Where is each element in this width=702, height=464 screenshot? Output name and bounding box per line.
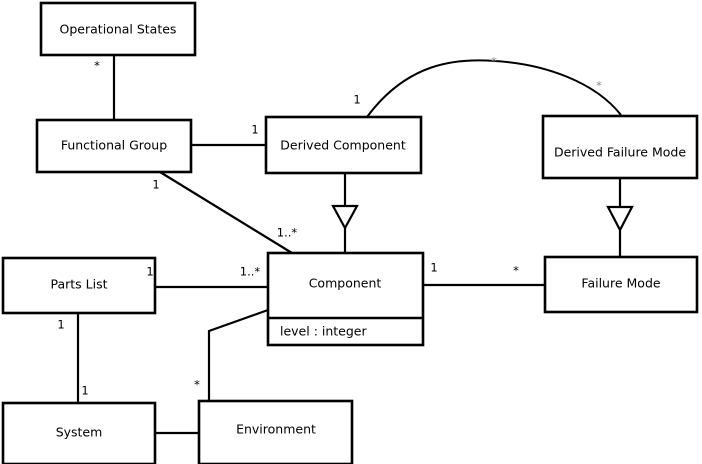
multiplicity-arc-derived-failure-mode: * bbox=[596, 79, 602, 93]
class-name-parts-list: Parts List bbox=[50, 277, 107, 292]
class-failure-mode[interactable]: Failure Mode bbox=[543, 255, 699, 314]
class-derived-failure-mode[interactable]: Derived Failure Mode bbox=[541, 114, 699, 180]
association-derived-component-derived-failure-mode[interactable] bbox=[366, 59, 622, 118]
multiplicity-failure-mode-left: * bbox=[513, 264, 519, 278]
class-attribute-component-level: level : integer bbox=[280, 324, 367, 339]
class-functional-group[interactable]: Functional Group bbox=[35, 118, 193, 174]
class-component[interactable]: Component level : integer bbox=[266, 251, 425, 347]
generalization-derived-failure-mode-failure-mode[interactable] bbox=[606, 178, 634, 257]
class-system[interactable]: System bbox=[1, 401, 157, 464]
class-box-environment[interactable] bbox=[197, 399, 354, 464]
class-box-derived-component[interactable] bbox=[264, 115, 423, 175]
class-box-failure-mode[interactable] bbox=[543, 255, 699, 314]
class-environment[interactable]: Environment bbox=[197, 399, 354, 464]
class-name-functional-group: Functional Group bbox=[61, 138, 167, 153]
multiplicity-component-left: 1..* bbox=[240, 265, 261, 279]
class-box-functional-group[interactable] bbox=[35, 118, 193, 174]
class-name-operational-states: Operational States bbox=[60, 22, 177, 37]
association-functional-group-component[interactable] bbox=[159, 171, 293, 254]
generalization-triangle-icon-derived-component bbox=[331, 204, 359, 231]
multiplicity-arc-apex: * bbox=[491, 55, 497, 69]
generalization-derived-component-component[interactable] bbox=[331, 173, 359, 253]
multiplicity-operational-states: * bbox=[94, 59, 100, 73]
association-lines bbox=[76, 55, 622, 435]
class-box-system[interactable] bbox=[1, 401, 157, 464]
class-box-parts-list[interactable] bbox=[1, 256, 157, 315]
generalization-arrows bbox=[331, 173, 634, 257]
class-derived-component[interactable]: Derived Component bbox=[264, 115, 423, 175]
multiplicity-environment-top: * bbox=[194, 378, 200, 392]
multiplicity-derived-component-left: 1 bbox=[251, 123, 258, 137]
association-component-environment[interactable] bbox=[207, 308, 269, 401]
class-operational-states[interactable]: Operational States bbox=[39, 1, 197, 57]
class-name-component: Component bbox=[309, 276, 382, 291]
multiplicity-arc-derived-component: 1 bbox=[353, 93, 360, 107]
class-name-failure-mode: Failure Mode bbox=[581, 276, 660, 291]
multiplicity-functional-group-component: 1 bbox=[152, 178, 159, 192]
generalization-triangle-icon-derived-failure-mode bbox=[606, 205, 634, 233]
multiplicity-labels: * 1 1 * * 1 1..* 1 1..* 1 * 1 1 * bbox=[57, 55, 602, 398]
class-parts-list[interactable]: Parts List bbox=[1, 256, 157, 315]
class-name-derived-component: Derived Component bbox=[280, 138, 406, 153]
multiplicity-parts-list-right: 1 bbox=[146, 265, 153, 279]
multiplicity-component-functional-group: 1..* bbox=[277, 226, 298, 240]
class-name-environment: Environment bbox=[236, 422, 316, 437]
multiplicity-component-right: 1 bbox=[430, 261, 437, 275]
multiplicity-parts-list-bottom: 1 bbox=[57, 318, 64, 332]
class-box-component[interactable] bbox=[266, 251, 425, 347]
class-box-operational-states[interactable] bbox=[39, 1, 197, 57]
class-name-system: System bbox=[56, 425, 103, 440]
class-box-derived-failure-mode[interactable] bbox=[541, 114, 699, 180]
multiplicity-system-top: 1 bbox=[81, 384, 88, 398]
class-name-derived-failure-mode: Derived Failure Mode bbox=[554, 145, 686, 160]
